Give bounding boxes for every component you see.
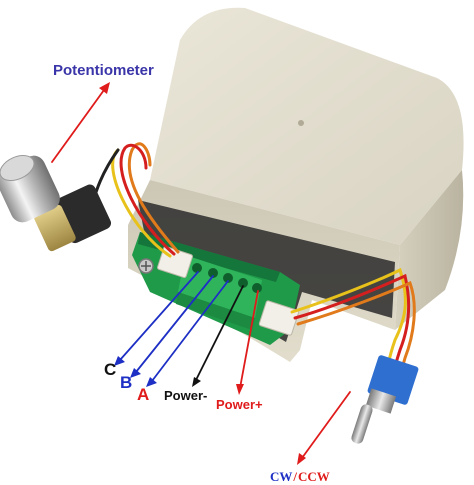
- cw-ccw-label: CW/CCW: [270, 470, 330, 483]
- terminal-c-label: C: [104, 360, 117, 379]
- toggle-switch: [351, 355, 419, 444]
- screw-terminal-block: [176, 255, 262, 330]
- potentiometer-wires: [90, 142, 180, 258]
- annotation-arrows: [51, 82, 351, 465]
- potentiometer: [0, 154, 112, 252]
- power-plus-label: Power+: [216, 397, 263, 412]
- cw-label: CW: [270, 469, 293, 484]
- potentiometer-label: Potentiometer: [53, 62, 154, 79]
- ccw-label: CCW: [298, 469, 330, 484]
- slash-label: /: [293, 469, 298, 484]
- jst-connectors: [157, 245, 300, 336]
- power-minus-label: Power-: [164, 388, 208, 403]
- terminal-a-label: A: [137, 385, 150, 404]
- terminal-b-label: B: [120, 373, 133, 392]
